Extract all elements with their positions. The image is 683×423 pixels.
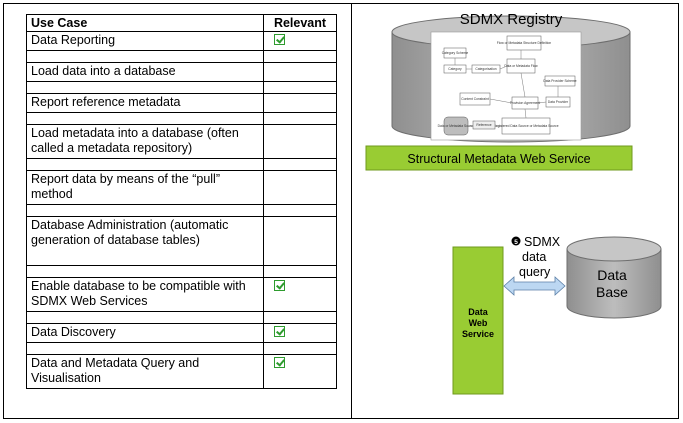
checkbox-checked-icon [274,326,285,337]
data-web-service-line-3: Service [462,329,494,339]
use-case-cell: Report data by means of the “pull” metho… [26,170,264,205]
use-case-cell [26,158,264,171]
use-case-cell: Enable database to be compatible with SD… [26,277,264,312]
outer-frame [3,3,679,419]
relevant-cell [263,158,337,171]
inner-box-category-scheme: Category Scheme [442,51,469,55]
query-label-line-2: data [522,250,546,264]
table-row: Report data by means of the “pull” metho… [26,170,337,205]
use-case-cell: Report reference metadata [26,93,264,113]
relevant-cell [263,81,337,94]
use-case-cell: Data and Metadata Query and Visualisatio… [26,354,264,389]
table-row: Enable database to be compatible with SD… [26,277,337,312]
query-label-line-3: query [519,265,551,279]
header-relevant: Relevant [263,14,337,32]
table-spacer-row [26,342,337,355]
registry-title: SDMX Registry [460,11,563,28]
relevant-cell [263,277,337,312]
data-web-service-line-1: Data [468,307,489,317]
use-case-cell [26,342,264,355]
table-row: Data Discovery [26,323,337,343]
database-label-line-1: Data [597,267,627,283]
relevant-cell [263,170,337,205]
relevant-cell [263,124,337,159]
table-spacer-row [26,158,337,171]
table-spacer-row [26,265,337,278]
use-case-cell [26,112,264,125]
column-divider [351,3,352,419]
relevant-cell [263,311,337,324]
use-case-cell [26,81,264,94]
table-spacer-row [26,204,337,217]
inner-box-provision: Provision Agreement [510,101,541,105]
use-case-cell [26,204,264,217]
inner-box-category: Category [448,67,462,71]
inner-box-categorisation: Categorisation [475,67,496,71]
use-case-cell [26,265,264,278]
relevant-cell [263,50,337,63]
relevant-cell [263,204,337,217]
table-spacer-row [26,112,337,125]
table-spacer-row [26,311,337,324]
inner-box-source: Data or Metadata Source [438,124,475,128]
architecture-diagram: SDMX Registry Category Scheme Category C… [365,11,662,395]
inner-box-constraint: Content Constraint [461,97,489,101]
relevant-cell [263,216,337,266]
use-case-cell [26,50,264,63]
relevant-cell [263,112,337,125]
use-case-cell [26,311,264,324]
relevant-cell [263,265,337,278]
inner-box-provider: Data Provider [548,100,569,104]
header-use-case: Use Case [26,14,264,32]
relevant-cell [263,31,337,51]
relevant-cell [263,354,337,389]
table-spacer-row [26,50,337,63]
database-cylinder [566,236,662,319]
step-number: 5 [514,239,518,246]
table-row: Data and Metadata Query and Visualisatio… [26,354,337,389]
inner-box-reference: Reference [476,123,491,127]
relevant-cell [263,93,337,113]
inner-box-provider-scheme: Data Provider Scheme [543,79,576,83]
checkbox-checked-icon [274,34,285,45]
use-case-cell: Load data into a database [26,62,264,82]
use-case-cell: Database Administration (automatic gener… [26,216,264,266]
table-spacer-row [26,81,337,94]
table-header-row: Use Case Relevant [26,14,337,32]
structural-metadata-service-bar [365,145,633,171]
checkbox-checked-icon [274,280,285,291]
relevant-cell [263,62,337,82]
structural-metadata-service-label: Structural Metadata Web Service [407,152,590,166]
data-web-service-box [452,246,504,395]
use-case-cell: Data Reporting [26,31,264,51]
table-row: Database Administration (automatic gener… [26,216,337,266]
query-label-line-1: SDMX [524,235,561,249]
step-number-badge [511,236,521,246]
checkbox-checked-icon [274,357,285,368]
use-case-cell: Load metadata into a database (often cal… [26,124,264,159]
table-row: Report reference metadata [26,93,337,113]
inner-box-structure: Flow or Metadata Structure Definition [497,41,552,45]
inner-box-flow: Data or Metadata Flow [504,64,538,68]
metadata-model-image: Category Scheme Category Categorisation … [430,31,582,141]
table-row: Load metadata into a database (often cal… [26,124,337,159]
relevant-cell [263,342,337,355]
relevant-cell [263,323,337,343]
table-row: Load data into a database [26,62,337,82]
inner-box-registered: Registered Data Source or Metadata Sourc… [493,124,558,128]
database-label-line-2: Base [596,284,628,300]
use-case-cell: Data Discovery [26,323,264,343]
table-row: Data Reporting [26,31,337,51]
data-query-double-arrow [503,276,566,296]
data-web-service-line-2: Web [469,318,488,328]
